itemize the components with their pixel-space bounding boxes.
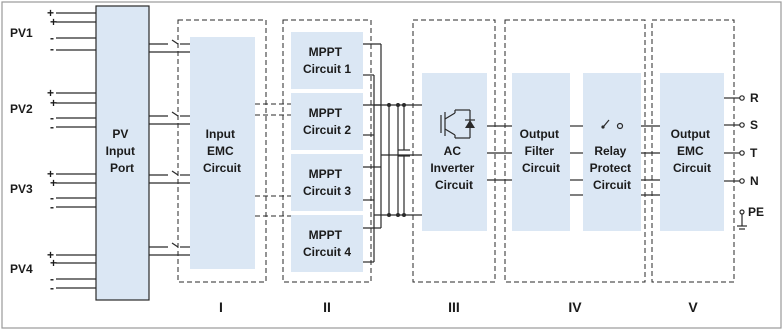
output-filter-block [512,73,570,231]
input-emc-label: Input EMC Circuit [203,127,241,175]
pv1-plus: + [47,6,54,20]
stage-5-label: V [688,299,698,315]
stage-3-box [412,19,496,283]
mppt-1-label: MPPT Circuit 1 [303,45,351,76]
output-emc-label: Output EMC Circuit [671,127,714,175]
pv4-plus-2: + [50,256,57,270]
output-n-label: N [750,174,759,188]
pv3-plus: + [47,167,54,181]
relay-protect-block [583,73,641,231]
stage-2-label: II [323,299,331,315]
pv4-minus-2: - [50,281,54,295]
emc-to-mppt-wires [255,103,291,217]
output-emc-block [660,73,724,231]
output-r-label: R [750,91,759,105]
relay-to-emc-wires [641,125,660,196]
output-pe-label: PE [748,205,764,219]
pv1-plus-2: + [50,15,57,29]
stage-1-label: I [219,299,223,315]
input-emc-block [190,37,255,269]
pv1-label: PV1 [10,26,33,40]
relay-switch-icon [601,119,624,130]
stage-1-box [177,19,267,283]
stage-5-box [651,19,735,283]
relay-protect-label: Relay Protect Circuit [590,144,635,192]
pv2-minus: - [50,111,54,125]
pv4-minus: - [50,272,54,286]
ground-icon [737,209,747,230]
pv-input-wires [56,12,96,289]
inverter-to-filter-wires [487,125,512,181]
stage-2-box [282,19,372,283]
pv3-minus-2: - [50,200,54,214]
pv2-minus-2: - [50,120,54,134]
pv2-plus-2: + [50,96,57,110]
stage-3-label: III [448,299,460,315]
port-to-emc-wires [149,39,190,256]
output-filter-label: Output Filter Circuit [520,127,563,175]
pv3-label: PV3 [10,182,33,196]
pv1-minus-2: - [50,42,54,56]
pv4-label: PV4 [10,262,33,276]
pv1-minus: - [50,31,54,45]
ac-inverter-label: AC Inverter Circuit [430,144,477,192]
mppt-3-block [291,154,363,211]
stage-4-label: IV [568,299,582,315]
mppt-1-block [291,32,363,89]
pv2-plus: + [47,86,54,100]
stage-4-box [504,19,646,283]
pv3-minus: - [50,191,54,205]
pv4-plus: + [47,248,54,262]
mppt-4-block [291,215,363,272]
ac-inverter-block [422,73,487,231]
mppt-3-label: MPPT Circuit 3 [303,167,351,198]
mppt-2-block [291,93,363,150]
mppt-4-label: MPPT Circuit 4 [303,228,351,259]
mppt-2-label: MPPT Circuit 2 [303,106,351,137]
dc-bus-wires [363,43,422,263]
pv3-plus-2: + [50,176,57,190]
output-terminal-wires [724,95,745,184]
filter-to-relay-wires [570,125,583,196]
pv-input-port-block [95,5,150,301]
pv-input-port-label: PV Input Port [106,127,139,175]
igbt-icon [440,109,475,139]
pv2-label: PV2 [10,102,33,116]
output-t-label: T [750,146,758,160]
output-s-label: S [750,118,758,132]
